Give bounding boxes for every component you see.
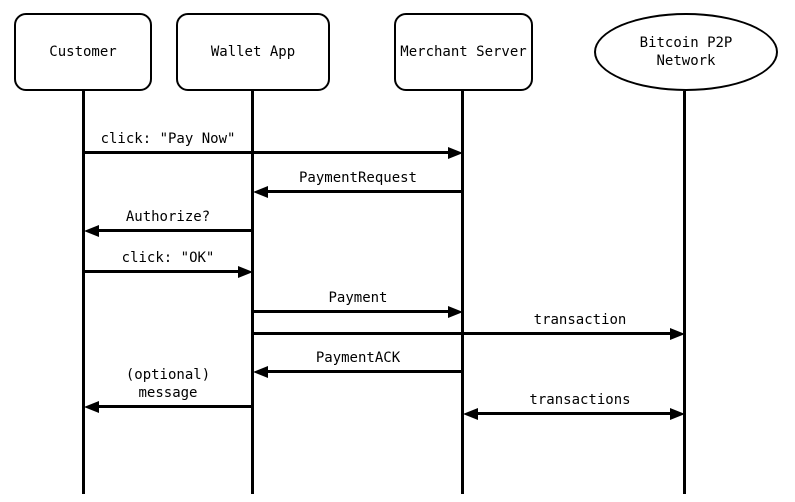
actor-box-wallet-app: Wallet App <box>176 13 330 91</box>
actor-box-merchant-server: Merchant Server <box>394 13 533 91</box>
message-line-transaction <box>253 332 670 335</box>
lifeline-merchant-server <box>461 91 464 494</box>
message-label-transactions: transactions <box>529 392 631 408</box>
message-line-payment-ack <box>267 370 463 373</box>
actor-box-customer: Customer <box>14 13 152 91</box>
message-line-click-ok <box>84 270 238 273</box>
actor-label-customer: Customer <box>49 44 117 60</box>
arrowhead-right-click-ok <box>238 266 253 278</box>
arrowhead-left-payment-request <box>253 186 268 198</box>
arrowhead-left-optional-message <box>84 401 99 413</box>
arrowhead-right-transactions <box>670 408 685 420</box>
lifeline-customer <box>82 91 85 494</box>
arrowhead-left-payment-ack <box>253 366 268 378</box>
actor-label-wallet-app: Wallet App <box>210 44 296 60</box>
message-label-payment: Payment <box>328 290 388 306</box>
message-label-payment-ack: PaymentACK <box>315 350 401 366</box>
arrowhead-right-click-pay-now <box>448 147 463 159</box>
message-line-payment <box>253 310 448 313</box>
message-label-transaction: transaction <box>533 312 627 328</box>
message-label-optional-message: (optional) message <box>125 367 211 401</box>
message-line-authorize <box>98 229 253 232</box>
message-label-click-ok: click: "OK" <box>121 250 215 266</box>
arrowhead-left-transactions <box>463 408 478 420</box>
lifeline-wallet-app <box>251 91 254 494</box>
actor-label-bitcoin-p2p-network: Bitcoin P2P Network <box>639 35 733 69</box>
message-line-transactions <box>477 412 671 415</box>
arrowhead-right-payment <box>448 306 463 318</box>
arrowhead-left-authorize <box>84 225 99 237</box>
message-label-click-pay-now: click: "Pay Now" <box>100 131 236 147</box>
message-line-click-pay-now <box>84 151 448 154</box>
message-label-authorize: Authorize? <box>125 209 211 225</box>
actor-ellipse-bitcoin-p2p-network: Bitcoin P2P Network <box>594 13 778 91</box>
arrowhead-right-transaction <box>670 328 685 340</box>
message-line-payment-request <box>267 190 463 193</box>
lifeline-bitcoin-p2p-network <box>683 91 686 494</box>
message-label-payment-request: PaymentRequest <box>298 170 417 186</box>
actor-label-merchant-server: Merchant Server <box>400 44 527 60</box>
message-line-optional-message <box>98 405 253 408</box>
